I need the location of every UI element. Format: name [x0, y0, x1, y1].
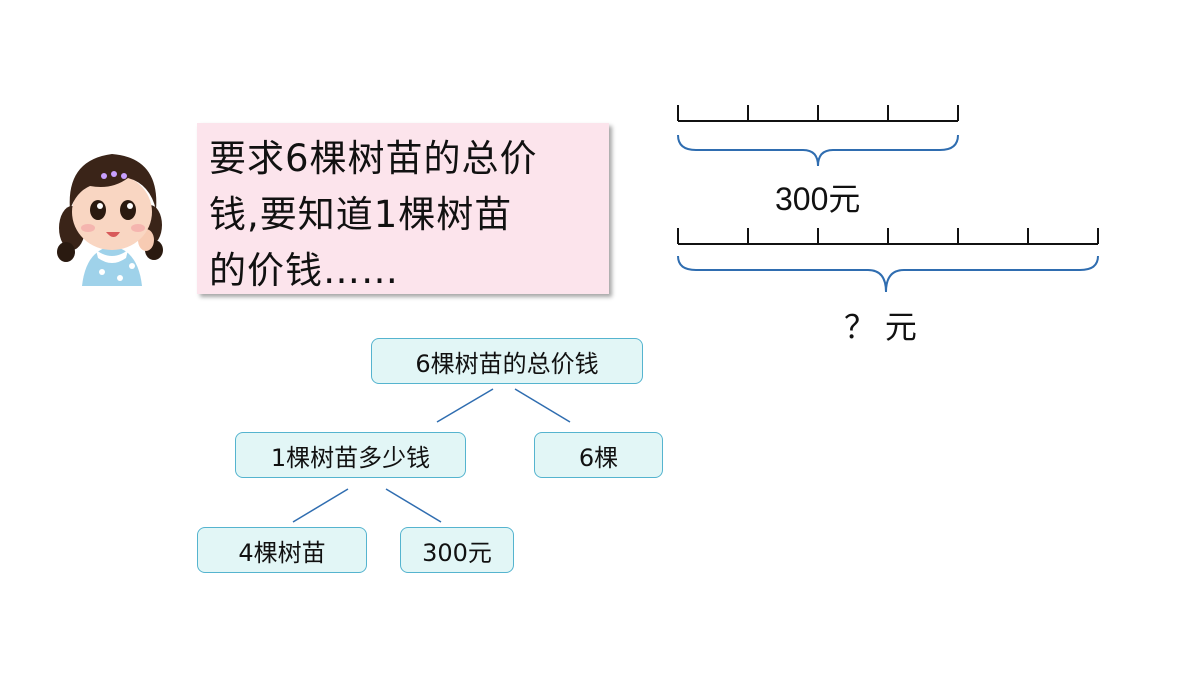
connector-root-left: [436, 388, 494, 423]
speech-line-1: 要求6棵树苗的总价: [209, 137, 538, 180]
connector-root-right: [514, 388, 571, 423]
segment-bar-top: [677, 105, 959, 122]
speech-box: 要求6棵树苗的总价 钱,要知道1棵树苗 的价钱……: [197, 123, 609, 294]
bottom-total-label: ？ 元: [844, 309, 917, 345]
speech-line-2: 钱,要知道1棵树苗: [209, 193, 513, 236]
tree-root-box: 6棵树苗的总价钱: [371, 338, 643, 384]
tree-leaf-right-box: 300元: [400, 527, 514, 573]
connector-mid-right: [385, 488, 442, 523]
tree-mid-left-box: 1棵树苗多少钱: [235, 432, 466, 478]
top-total-label: 300元: [775, 181, 861, 217]
connector-mid-left: [292, 488, 349, 523]
brace-top: [677, 134, 959, 167]
segment-bar-bottom: [677, 228, 1099, 245]
tree-mid-right-box: 6棵: [534, 432, 663, 478]
brace-bottom: [677, 255, 1099, 293]
tree-leaf-left-box: 4棵树苗: [197, 527, 367, 573]
speech-line-3: 的价钱……: [209, 249, 399, 292]
